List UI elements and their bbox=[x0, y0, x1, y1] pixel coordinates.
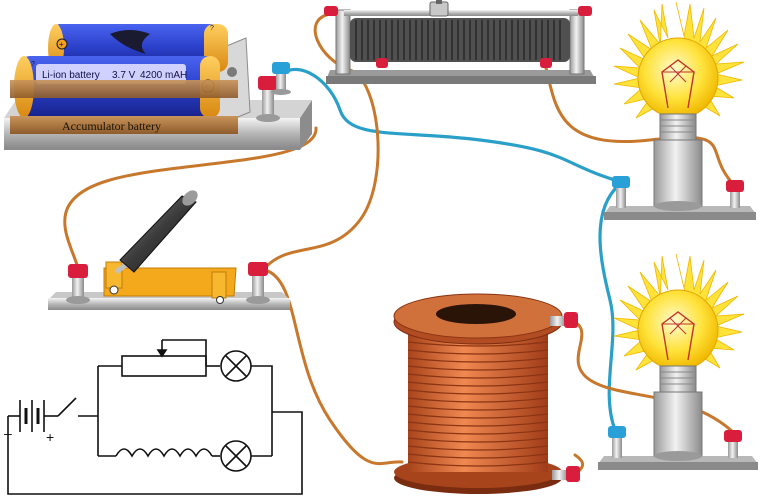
battery-terminal-blue bbox=[271, 62, 291, 95]
bulb-glass-bottom bbox=[637, 289, 719, 371]
circuit-schematic-icon bbox=[7, 339, 303, 495]
coil-terminal-bottom bbox=[552, 466, 580, 482]
switch-terminal-right bbox=[246, 262, 270, 304]
rheostat-terminal-bottom-left bbox=[376, 58, 388, 68]
battery-icon: Li-ion battery 3.7 V 4200 mAH + + ? ? Ac… bbox=[4, 24, 312, 150]
bulb-glass-top bbox=[637, 37, 719, 119]
rheostat-terminal-bottom-right bbox=[540, 58, 552, 68]
wire-battery-to-switch bbox=[63, 126, 318, 270]
coil-terminal-top bbox=[550, 312, 578, 328]
coil-icon bbox=[393, 293, 580, 494]
battery-cell-label: Li-ion battery bbox=[42, 70, 100, 81]
battery-cell-symbol-front: ? bbox=[31, 61, 35, 68]
bulb-top-terminal-blue bbox=[612, 176, 630, 208]
battery-capacity: 4200 mAH bbox=[140, 70, 187, 81]
battery-plus-top: + bbox=[59, 40, 64, 49]
switch-handle bbox=[119, 195, 197, 273]
battery-plate-label: Accumulator battery bbox=[62, 119, 161, 133]
blue-wire-bulb-to-bulb bbox=[598, 182, 622, 432]
bulb-top-terminal-red bbox=[726, 180, 744, 208]
wires bbox=[63, 12, 737, 480]
schematic-minus-sign: – bbox=[4, 425, 12, 441]
bulb-bottom-terminal-blue bbox=[608, 426, 626, 458]
coil-windings bbox=[407, 333, 549, 467]
blue-wire-battery-to-bulb bbox=[280, 67, 622, 184]
battery-voltage: 3.7 V bbox=[112, 70, 136, 81]
bulb-icon-top bbox=[604, 1, 756, 220]
rheostat-terminal-left bbox=[324, 6, 338, 16]
switch-icon bbox=[48, 190, 290, 310]
rheostat-coil-lines bbox=[355, 20, 561, 60]
bulb-bottom-terminal-red bbox=[724, 430, 742, 458]
rheostat-icon bbox=[324, 0, 596, 84]
wire-switch-to-coil bbox=[263, 268, 404, 466]
switch-terminal-left bbox=[66, 264, 90, 304]
schematic-plus-sign: + bbox=[46, 429, 54, 445]
bulb-icon-bottom bbox=[598, 253, 758, 470]
rheostat-terminal-right bbox=[578, 6, 592, 16]
wire-rheostat-left-to-switch bbox=[263, 12, 380, 270]
battery-terminal-red bbox=[256, 76, 280, 122]
wire-rheostat-right-to-bulb bbox=[544, 66, 737, 188]
battery-cell-symbol-back: ? bbox=[210, 25, 214, 32]
